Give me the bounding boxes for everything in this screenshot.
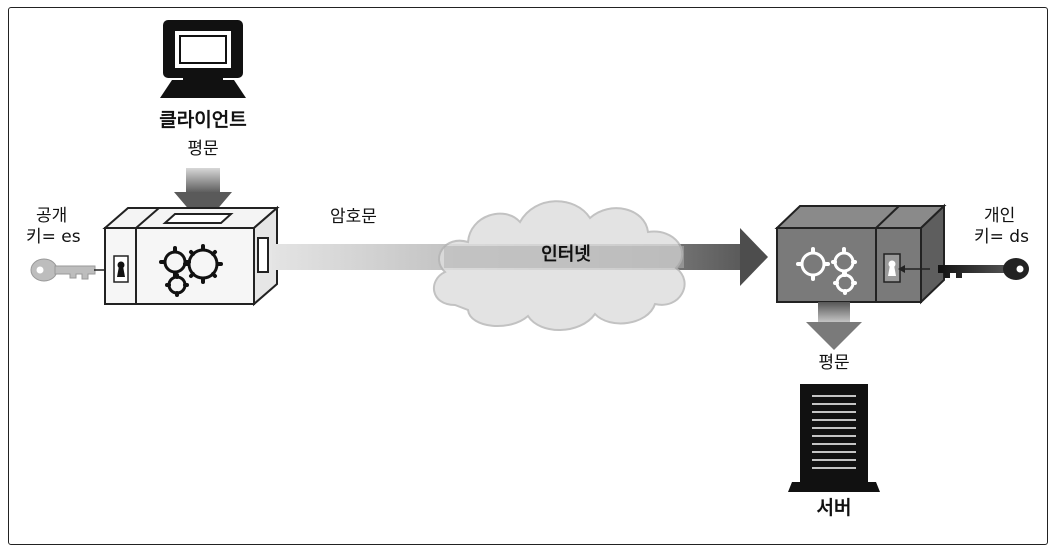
private-key-value: 키= ds [974, 227, 1029, 248]
internet-label: 인터넷 [541, 244, 591, 265]
plaintext-bottom-label: 평문 [818, 353, 850, 373]
public-key-value: 키= es [26, 227, 81, 248]
plaintext-output-arrow [806, 302, 862, 350]
public-key-title: 공개 [36, 206, 68, 226]
ciphertext-label: 암호문 [330, 207, 377, 227]
private-key-label: 개인 키= ds [974, 206, 1029, 249]
server-label: 서버 [816, 497, 852, 519]
plaintext-top-label: 평문 [187, 139, 219, 159]
decryption-gear-box-icon [774, 203, 947, 305]
server-tower-icon [788, 384, 880, 492]
private-key-icon [898, 258, 1029, 280]
arrow-through-cloud [444, 246, 684, 268]
public-key-label: 공개 키= es [26, 206, 81, 249]
client-label: 클라이언트 [159, 109, 247, 131]
computer-monitor-icon [160, 20, 246, 98]
encryption-gear-box-icon [102, 205, 280, 307]
private-key-title: 개인 [984, 206, 1016, 226]
